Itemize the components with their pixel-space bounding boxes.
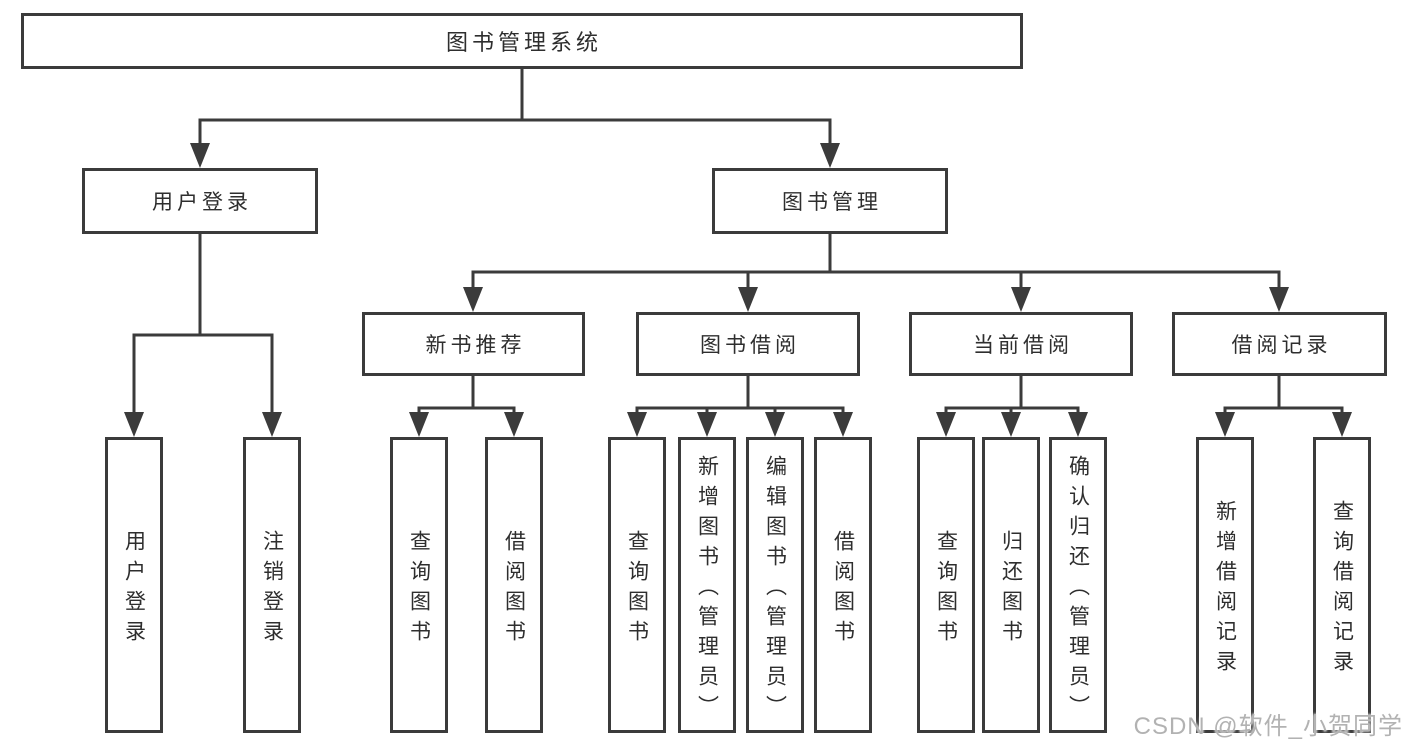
leaf-query-borrow-record-label: 查询借阅记录 [1330,499,1354,680]
arrowhead-icon [833,412,853,437]
arrowhead-icon [820,143,840,168]
arrowhead-icon [936,412,956,437]
arrowhead-icon [124,412,144,437]
leaf-query-borrow-record: 查询借阅记录 [1313,437,1371,733]
node-system-root: 图书管理系统 [21,13,1023,69]
node-user-login: 用户登录 [82,168,318,234]
leaf-logout-label: 注销登录 [260,529,284,650]
node-new-book-recommend: 新书推荐 [362,312,585,376]
node-book-management-label: 图书管理 [782,191,882,214]
leaf-borrow-books-borrowing-label: 借阅图书 [831,529,855,650]
leaf-edit-book-admin-label: 编辑图书（管理员） [763,454,787,725]
arrowhead-icon [1332,412,1352,437]
arrowhead-icon [738,287,758,312]
leaf-confirm-return-admin-label: 确认归还（管理员） [1066,454,1090,725]
leaf-add-borrow-record-label: 新增借阅记录 [1213,499,1237,680]
arrowhead-icon [463,287,483,312]
arrowhead-icon [409,412,429,437]
node-current-borrowing: 当前借阅 [909,312,1133,376]
leaf-query-books-borrowing-label: 查询图书 [625,529,649,650]
leaf-query-books-recommend: 查询图书 [390,437,448,733]
leaf-add-book-admin: 新增图书（管理员） [678,437,736,733]
leaf-user-login-label: 用户登录 [122,529,146,650]
node-user-login-label: 用户登录 [152,191,252,214]
leaf-confirm-return-admin: 确认归还（管理员） [1049,437,1107,733]
arrowhead-icon [1001,412,1021,437]
leaf-return-book-label: 归还图书 [999,529,1023,650]
leaf-user-login: 用户登录 [105,437,163,733]
leaf-edit-book-admin: 编辑图书（管理员） [746,437,804,733]
leaf-borrow-books-recommend-label: 借阅图书 [502,529,526,650]
arrowhead-icon [1011,287,1031,312]
arrowhead-icon [1215,412,1235,437]
csdn-watermark: CSDN @软件_小贺同学 [1133,713,1403,740]
leaf-query-books-current: 查询图书 [917,437,975,733]
node-system-root-label: 图书管理系统 [445,30,602,55]
node-borrowing-records-label: 借阅记录 [1231,334,1332,357]
leaf-query-books-recommend-label: 查询图书 [407,529,431,650]
leaf-add-borrow-record: 新增借阅记录 [1196,437,1254,733]
leaf-logout: 注销登录 [243,437,301,733]
arrowhead-icon [190,143,210,168]
leaf-query-books-borrowing: 查询图书 [608,437,666,733]
arrowhead-icon [1068,412,1088,437]
arrowhead-icon [627,412,647,437]
leaf-return-book: 归还图书 [982,437,1040,733]
arrowhead-icon [504,412,524,437]
arrowhead-icon [765,412,785,437]
leaf-add-book-admin-label: 新增图书（管理员） [695,454,719,725]
node-new-book-recommend-label: 新书推荐 [425,334,526,357]
node-current-borrowing-label: 当前借阅 [973,334,1073,357]
node-book-borrowing: 图书借阅 [636,312,860,376]
node-book-borrowing-label: 图书借阅 [700,334,800,357]
arrowhead-icon [262,412,282,437]
leaf-query-books-current-label: 查询图书 [934,529,958,650]
leaf-borrow-books-borrowing: 借阅图书 [814,437,872,733]
arrowhead-icon [697,412,717,437]
arrowhead-icon [1269,287,1289,312]
leaf-borrow-books-recommend: 借阅图书 [485,437,543,733]
node-borrowing-records: 借阅记录 [1172,312,1387,376]
node-book-management: 图书管理 [712,168,948,234]
